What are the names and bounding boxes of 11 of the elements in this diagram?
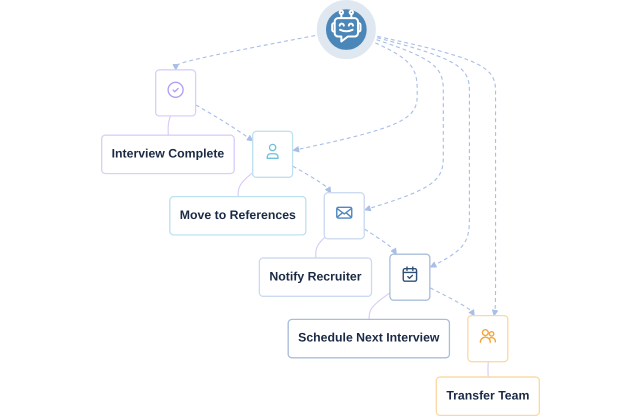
connector <box>315 236 326 258</box>
connector <box>487 362 489 378</box>
connector <box>368 292 391 320</box>
connector <box>168 116 171 136</box>
arrow <box>196 104 254 142</box>
arrow <box>292 166 332 194</box>
arrow <box>430 287 475 316</box>
arrow <box>364 36 444 212</box>
node-circle <box>316 0 376 60</box>
arrow <box>364 228 397 255</box>
connector <box>238 172 254 197</box>
